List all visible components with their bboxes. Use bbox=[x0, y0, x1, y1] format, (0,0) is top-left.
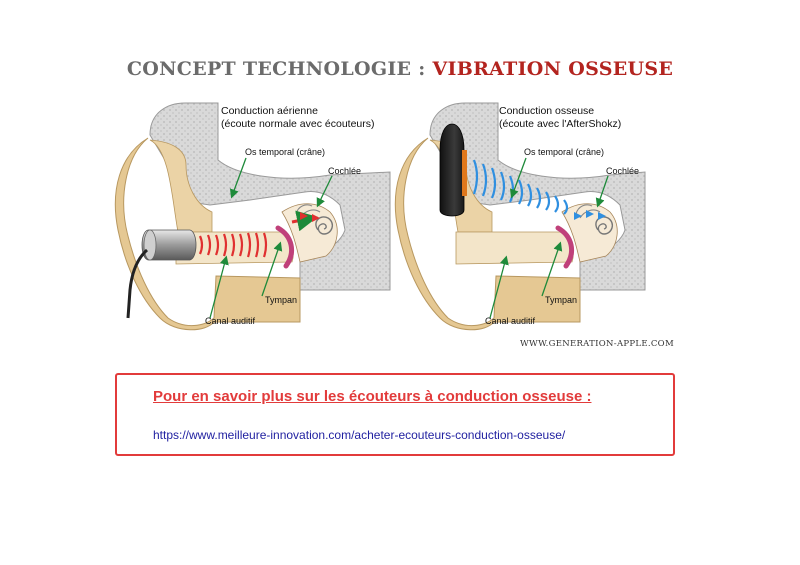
right-heading-line2: (écoute avec l'AfterShokz) bbox=[499, 118, 621, 130]
right-label-os-temporal: Os temporal (crâne) bbox=[524, 147, 604, 157]
right-vibration-waves bbox=[472, 159, 569, 215]
left-heading-line1: Conduction aérienne bbox=[221, 105, 318, 117]
left-label-os-temporal: Os temporal (crâne) bbox=[245, 147, 325, 157]
title-prefix: CONCEPT TECHNOLOGIE bbox=[126, 58, 412, 80]
left-pointers bbox=[209, 157, 333, 319]
right-heading-line1: Conduction osseuse bbox=[499, 105, 594, 117]
page-title: CONCEPT TECHNOLOGIE : VIBRATION OSSEUSE bbox=[0, 58, 800, 80]
left-sound-waves bbox=[198, 232, 268, 258]
left-label-canal-auditif: Canal auditif bbox=[205, 316, 256, 326]
source-credit: WWW.GENERATION-APPLE.COM bbox=[520, 339, 674, 349]
right-label-tympan: Tympan bbox=[545, 295, 577, 305]
info-box: Pour en savoir plus sur les écouteurs à … bbox=[115, 373, 675, 456]
title-highlight: VIBRATION OSSEUSE bbox=[432, 58, 674, 80]
left-ear-illustration bbox=[114, 102, 391, 331]
right-label-canal-auditif: Canal auditif bbox=[485, 316, 536, 326]
title-separator: : bbox=[411, 58, 433, 80]
right-label-cochlee: Cochlée bbox=[606, 166, 639, 176]
right-pointers bbox=[489, 157, 609, 319]
left-label-tympan: Tympan bbox=[265, 295, 297, 305]
left-label-cochlee: Cochlée bbox=[328, 166, 361, 176]
info-heading: Pour en savoir plus sur les écouteurs à … bbox=[153, 388, 592, 405]
info-link[interactable]: https://www.meilleure-innovation.com/ach… bbox=[153, 428, 566, 442]
right-ear-illustration bbox=[394, 102, 646, 331]
left-heading-line2: (écoute normale avec écouteurs) bbox=[221, 118, 375, 130]
